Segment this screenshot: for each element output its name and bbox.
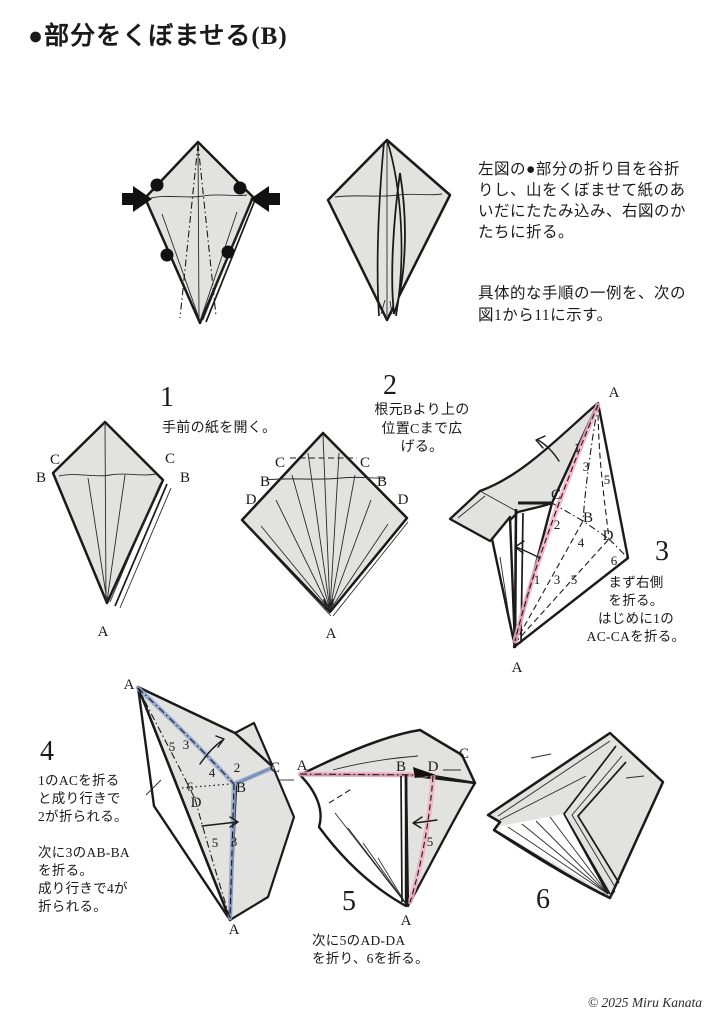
before-drawing bbox=[122, 140, 280, 325]
crease-number: 4 bbox=[578, 535, 585, 550]
after-drawing bbox=[326, 138, 452, 322]
crease-number: 1 bbox=[534, 572, 541, 587]
figure-step-4: A 5 3 4 2 6 B C D 5 3 A bbox=[124, 677, 296, 938]
page-title: ●部分をくぼませる(B) bbox=[28, 23, 288, 50]
crease-number: 5 bbox=[604, 472, 611, 487]
crease-number: 5 bbox=[571, 572, 578, 587]
crease-number: 5 bbox=[212, 835, 219, 850]
vertex-label: A bbox=[229, 922, 240, 938]
crease-number: 3 bbox=[183, 737, 190, 752]
step-1-number: 1 bbox=[160, 382, 174, 413]
vertex-label: D bbox=[603, 528, 614, 544]
crease-number: 1 bbox=[574, 440, 581, 455]
vertex-label: B bbox=[396, 759, 406, 775]
intro-text: 左図の●部分の折り目を谷折 りし、山をくぼませて紙のあ いだにたたみ込み、右図の… bbox=[478, 138, 720, 366]
fold-arrow-icon bbox=[514, 540, 541, 559]
figure-step-2: C C B B D D A bbox=[240, 431, 409, 642]
vertex-label: B bbox=[583, 510, 593, 526]
figure-step-6 bbox=[486, 731, 665, 900]
fold-arrow-icon bbox=[535, 435, 560, 462]
crease-number: 6 bbox=[187, 779, 194, 794]
vertex-label: A bbox=[512, 660, 523, 676]
fold-highlight-blue bbox=[231, 765, 275, 787]
step5-drawing bbox=[297, 728, 477, 908]
step-2-number: 2 bbox=[383, 370, 397, 401]
crease-number: 6 bbox=[611, 553, 618, 568]
vertex-label: A bbox=[326, 626, 337, 642]
vertex-label: C bbox=[50, 452, 60, 468]
crease-number: 5 bbox=[427, 834, 434, 849]
push-arrow-icon bbox=[250, 186, 280, 212]
step-4-instruction: 1のACを折る と成り行きで 2が折られる。 次に3のAB-BA を折る。 成り… bbox=[38, 773, 130, 914]
fold-arrow-icon bbox=[412, 816, 438, 829]
step-4-number: 4 bbox=[40, 736, 54, 767]
figure-step-1: C B C B A bbox=[36, 420, 190, 640]
crease-number: 3 bbox=[583, 459, 590, 474]
figure-sink-before bbox=[122, 140, 280, 325]
vertex-label: C bbox=[275, 455, 285, 471]
crease-number: 5 bbox=[169, 739, 176, 754]
vertex-label: B bbox=[260, 474, 270, 490]
vertex-label: D bbox=[428, 759, 439, 775]
step-6-number: 6 bbox=[536, 884, 550, 915]
vertex-label: D bbox=[398, 492, 409, 508]
step-3-instruction: まず右側 を折る。 はじめに1の AC-CAを折る。 bbox=[586, 575, 686, 644]
vertex-label: B bbox=[236, 780, 246, 796]
step-3-number: 3 bbox=[655, 536, 669, 567]
fold-arrow-icon bbox=[199, 735, 225, 765]
vertex-label: B bbox=[180, 470, 190, 486]
vertex-label: A bbox=[297, 758, 308, 774]
step-2-instruction: 根元Bより上の 位置Cまで広 げる。 bbox=[374, 403, 470, 456]
sink-mark-dot bbox=[233, 181, 247, 195]
crease-number: 3 bbox=[554, 572, 561, 587]
vertex-label: B bbox=[377, 474, 387, 490]
intro-paragraph-1: 左図の●部分の折り目を谷折 りし、山をくぼませて紙のあ いだにたたみ込み、右図の… bbox=[478, 161, 687, 242]
vertex-label: C bbox=[165, 451, 175, 467]
push-arrow-icon bbox=[122, 186, 152, 212]
vertex-label: D bbox=[246, 492, 257, 508]
sink-mark-dot bbox=[150, 178, 164, 192]
vertex-label: B bbox=[36, 470, 46, 486]
step-5-number: 5 bbox=[342, 886, 356, 917]
step4-drawing bbox=[135, 685, 296, 922]
step-5-instruction: 次に5のAD-DA を折り、6を折る。 bbox=[312, 933, 429, 966]
step2-drawing bbox=[240, 431, 409, 617]
figure-step-5: A B D C 5 A bbox=[297, 728, 477, 929]
vertex-label: A bbox=[98, 624, 109, 640]
figure-sink-after bbox=[326, 138, 452, 322]
vertex-label: A bbox=[401, 913, 412, 929]
vertex-label: C bbox=[360, 455, 370, 471]
sink-mark-dot bbox=[160, 248, 174, 262]
step6-drawing bbox=[486, 731, 665, 900]
figure-step-3: A 1 3 5 C 2 B 4 D 6 1 3 5 A bbox=[448, 385, 630, 676]
vertex-label: C bbox=[551, 487, 561, 503]
vertex-label: A bbox=[609, 385, 620, 401]
step-1-instruction: 手前の紙を開く。 bbox=[162, 421, 277, 436]
crease-number: 2 bbox=[554, 517, 561, 532]
vertex-label: A bbox=[124, 677, 135, 693]
intro-paragraph-2: 具体的な手順の一例を、次の 図1から11に示す。 bbox=[478, 285, 687, 324]
vertex-label: C bbox=[270, 760, 280, 776]
sink-mark-dot bbox=[221, 245, 235, 259]
vertex-label: C bbox=[459, 746, 469, 762]
crease-number: 2 bbox=[234, 760, 241, 775]
crease-number: 4 bbox=[209, 765, 216, 780]
copyright-notice: © 2025 Miru Kanata bbox=[587, 995, 702, 1010]
crease-number: 3 bbox=[231, 834, 238, 849]
step1-drawing bbox=[51, 420, 172, 609]
vertex-label: D bbox=[191, 795, 202, 811]
fold-arrow-icon bbox=[201, 816, 239, 828]
step3-drawing bbox=[448, 401, 630, 649]
